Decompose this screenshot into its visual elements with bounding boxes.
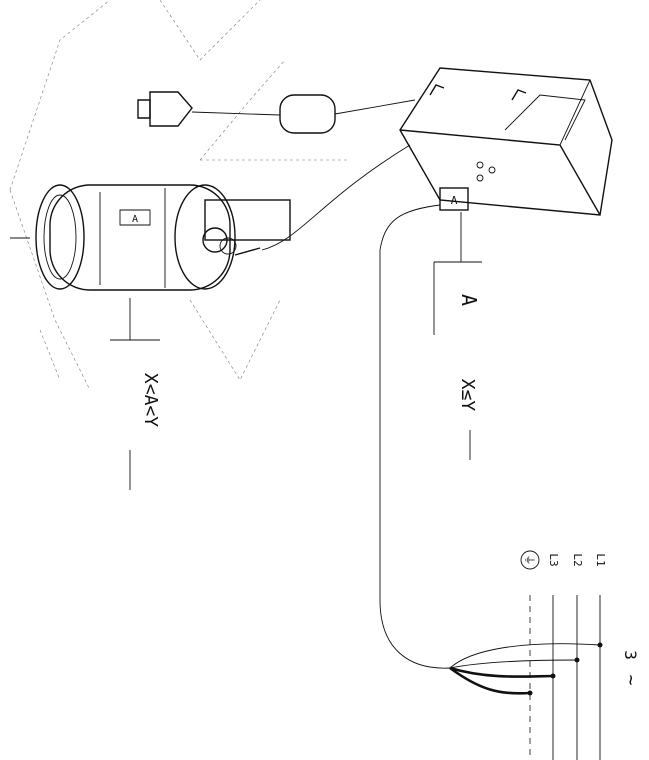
pump-cable (261, 144, 411, 251)
right-label: A (457, 294, 481, 306)
terminal-label-l3: L3 (547, 553, 560, 566)
terminal-label-pe: ⏚ (523, 555, 536, 566)
right-dimension: A X≤Y (433, 261, 482, 460)
right-formula: X≤Y (457, 379, 478, 412)
supply-phase-count: 3 (621, 650, 640, 660)
left-formula: X<A<Y (140, 373, 161, 427)
pump-label: A (132, 214, 138, 225)
supply-symbol: 3 ~ (620, 650, 641, 685)
well-outline (9, 0, 350, 391)
box-label: A (451, 194, 458, 207)
control-box: A (399, 67, 613, 216)
box-label-frame (439, 187, 469, 211)
pump: A (10, 184, 291, 291)
float-switch (137, 91, 416, 134)
terminal-label-l1: L1 (594, 553, 607, 566)
supply-ac-symbol: ~ (620, 675, 641, 686)
pump-label-frame (119, 209, 151, 226)
supply-cable (379, 204, 451, 669)
terminal-label-l2: L2 (571, 553, 584, 566)
terminal-labels: ⏚ L3 L2 L1 (520, 550, 607, 570)
conductors (449, 642, 603, 696)
left-dimension: X<A<Y (110, 298, 161, 490)
